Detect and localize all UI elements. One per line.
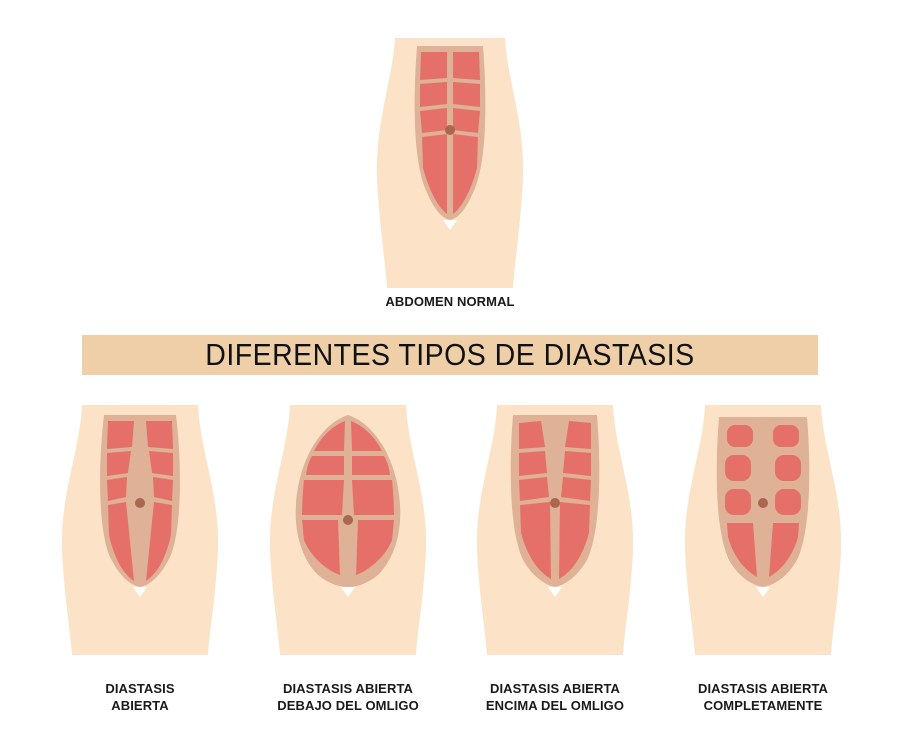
muscle-segment <box>775 455 801 481</box>
muscle-segment <box>302 480 344 515</box>
muscle-segment <box>725 455 751 481</box>
muscle-segment <box>352 456 390 475</box>
crotch-mark <box>341 587 355 597</box>
muscle-segment <box>107 421 134 449</box>
muscle-segment <box>108 502 134 581</box>
crotch-mark <box>133 587 147 597</box>
normal-abdomen-label: ABDOMEN NORMAL <box>385 294 515 309</box>
muscle-segment <box>561 477 591 501</box>
navel <box>343 515 353 525</box>
muscle-segment <box>153 477 173 501</box>
type-label-below-navel: DIASTASIS ABIERTA DEBAJO DEL OMLIGO <box>277 681 419 713</box>
muscle-segment <box>352 480 394 515</box>
torso-normal-illustration <box>375 38 525 288</box>
muscle-segment <box>725 489 751 515</box>
torso-complete-diastasis-illustration <box>683 405 843 655</box>
muscle-segment <box>519 451 547 476</box>
crotch-mark <box>756 587 770 597</box>
muscle-segment <box>453 108 480 133</box>
title-banner: DIFERENTES TIPOS DE DIASTASIS <box>82 335 818 375</box>
crotch-mark <box>548 587 562 597</box>
muscle-segment <box>727 425 753 447</box>
muscle-segment <box>453 134 478 214</box>
torso-below-navel-illustration <box>268 405 428 655</box>
torso-above-navel-illustration <box>475 405 635 655</box>
page-title: DIFERENTES TIPOS DE DIASTASIS <box>205 337 695 372</box>
muscle-segment <box>420 82 447 107</box>
muscle-segment <box>420 108 447 133</box>
muscle-segment <box>422 134 447 214</box>
muscle-segment <box>107 477 127 501</box>
torso-open-diastasis-illustration <box>60 405 220 655</box>
muscle-segment <box>727 523 757 577</box>
type-label-open: DIASTASIS ABIERTA <box>105 681 175 713</box>
muscle-segment <box>351 421 382 451</box>
type-label-above-navel: DIASTASIS ABIERTA ENCIMA DEL OMLIGO <box>485 681 625 713</box>
muscle-segment <box>149 451 173 476</box>
muscle-segment <box>519 477 549 501</box>
muscle-segment <box>420 52 447 80</box>
navel <box>135 498 145 508</box>
navel <box>445 125 455 135</box>
muscle-segment <box>520 502 551 579</box>
muscle-segment <box>565 421 591 449</box>
muscle-segment <box>775 489 801 515</box>
muscle-segment <box>773 425 799 447</box>
muscle-segment <box>146 502 172 581</box>
muscle-segment <box>519 421 545 449</box>
navel <box>758 498 768 508</box>
muscle-segment <box>146 421 173 449</box>
muscle-segment <box>559 502 590 579</box>
muscle-segment <box>107 451 131 476</box>
muscle-segment <box>302 520 340 575</box>
muscle-segment <box>453 82 480 107</box>
muscle-segment <box>453 52 480 80</box>
muscle-segment <box>769 523 799 577</box>
type-label-complete: DIASTASIS ABIERTA COMPLETAMENTE <box>697 681 829 713</box>
muscle-segment <box>306 456 344 475</box>
navel <box>550 498 560 508</box>
muscle-segment <box>314 421 345 451</box>
muscle-segment <box>356 520 394 575</box>
muscle-segment <box>563 451 591 476</box>
crotch-mark <box>443 220 457 230</box>
